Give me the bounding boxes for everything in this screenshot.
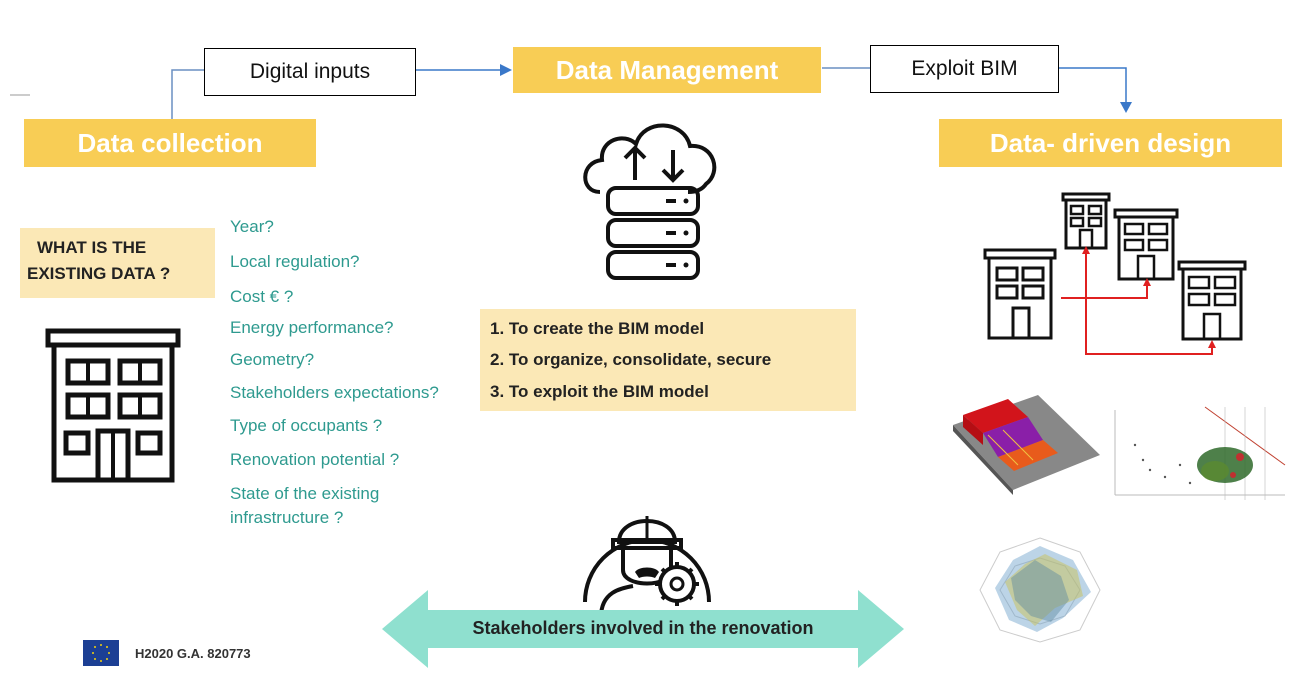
question-geometry: Geometry? [230, 350, 315, 369]
question-local-regulation: Local regulation? [230, 252, 360, 271]
digital-inputs-box: Digital inputs [204, 48, 416, 96]
scatter-plot-thumbnail [1105, 405, 1290, 505]
bim-step-3: 3. To exploit the BIM model [490, 382, 709, 401]
bim-step-1: 1. To create the BIM model [490, 319, 705, 338]
question-cost: Cost € ? [230, 287, 294, 306]
question-type-of-occupants: Type of occupants ? [230, 416, 383, 435]
bim-step-2: 2. To organize, consolidate, secure [490, 350, 772, 369]
existing-data-label [20, 228, 215, 298]
question-energy-performance: Energy performance? [230, 318, 394, 337]
exploit-bim-box: Exploit BIM [870, 45, 1059, 93]
cloud-server-icon [583, 123, 717, 280]
question-state-line2: infrastructure ? [230, 508, 344, 527]
data-management-box: Data Management [513, 47, 821, 93]
data-collection-box: Data collection [24, 119, 316, 167]
stakeholders-label: Stakeholders involved in the renovation [472, 618, 814, 638]
question-stakeholders-expectations: Stakeholders expectations? [230, 383, 439, 402]
question-year: Year? [230, 217, 274, 236]
energy-model-thumbnail [953, 395, 1100, 495]
existing-data-line1: WHAT IS THE [37, 238, 147, 257]
eu-flag-icon [83, 640, 119, 666]
buildings-network-icon [983, 192, 1247, 355]
building-icon [45, 328, 181, 483]
stakeholders-double-arrow [382, 590, 904, 668]
radar-chart-thumbnail [979, 537, 1101, 643]
question-renovation-potential: Renovation potential ? [230, 450, 400, 469]
data-driven-design-box: Data- driven design [939, 119, 1282, 167]
existing-data-line2: EXISTING DATA ? [27, 264, 171, 283]
question-state-line1: State of the existing [230, 484, 380, 503]
worker-gear-icon [583, 516, 711, 618]
bim-steps-list: 1. To create the BIM model 2. To organiz… [480, 309, 856, 411]
grant-number: H2020 G.A. 820773 [135, 646, 251, 661]
